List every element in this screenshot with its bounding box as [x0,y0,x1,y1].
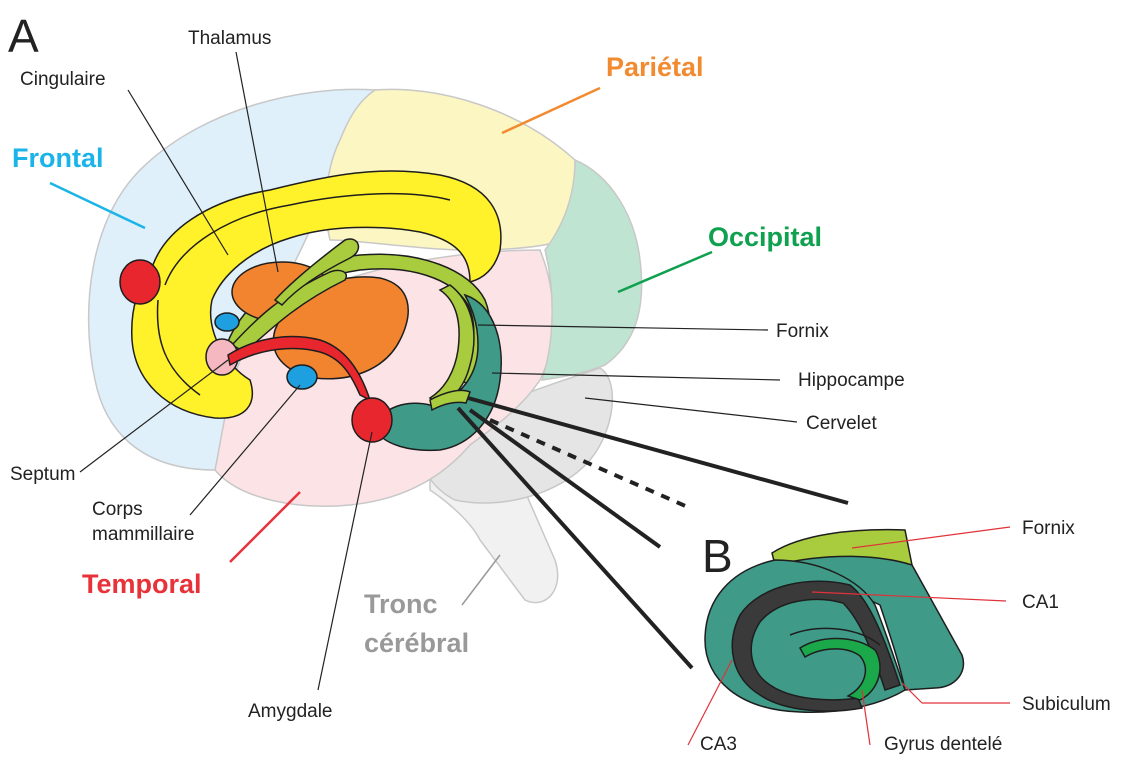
lobe-occipital-label: Occipital [708,222,822,252]
inset-subiculum-label: Subiculum [1022,694,1111,715]
corps-mammillaire-label-line2: mammillaire [92,524,194,545]
hippocampus-cross-section [705,530,963,713]
cervelet-label: Cervelet [806,413,877,434]
amygdale-label: Amygdale [248,701,333,722]
inset-fornix-label: Fornix [1022,518,1075,539]
amygdala [352,398,392,442]
mammillary-body [287,365,317,389]
fornix-label: Fornix [776,321,829,342]
corps-mammillaire-label-line1: Corps [92,499,143,520]
mammillary-body-upper [215,313,239,331]
lobe-temporal-label: Temporal [82,569,202,599]
inset-ca3-label: CA3 [700,734,737,755]
inset-gyrus-dentele-label: Gyrus dentelé [884,734,1002,755]
temporal-pointer [230,492,300,562]
frontal-pole-marker [120,260,160,304]
inset-ca1-label: CA1 [1022,592,1059,613]
tronc-pointer [462,555,500,605]
brainstem-label-line2: cérébral [364,628,469,658]
cingulaire-label: Cingulaire [20,69,106,90]
septum-label: Septum [10,464,75,485]
panel-a-label: A [8,10,39,62]
lobe-frontal-label: Frontal [12,143,104,173]
thalamus-label: Thalamus [188,28,271,49]
parietal-pointer [502,88,600,133]
lobe-parietal-label: Pariétal [606,52,704,82]
panel-b-label: B [702,530,733,582]
brainstem-label-line1: Tronc [364,589,438,619]
hippocampe-label: Hippocampe [798,370,905,391]
